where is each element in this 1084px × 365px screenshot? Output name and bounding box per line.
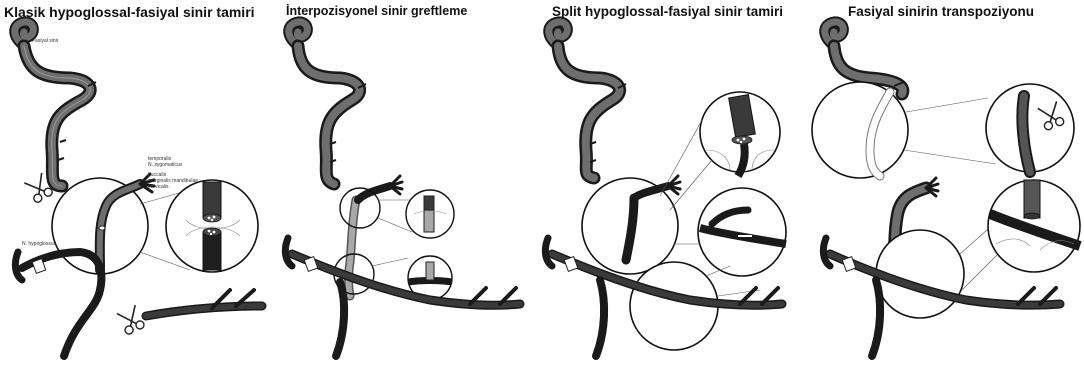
branch-label-5: cervicalis <box>148 184 169 190</box>
panel-2-drawing <box>285 22 520 356</box>
hypoglossal-label: N. hypoglossus <box>22 241 57 247</box>
panel-4-drawing <box>812 22 1080 356</box>
panel-3-drawing <box>545 22 786 356</box>
panel-1-drawing: Fasiyal sinir temporalis N. zygomaticus … <box>15 22 262 356</box>
scissors-icon-2 <box>117 305 145 335</box>
facial-nerve-label: Fasiyal sinir <box>32 38 59 44</box>
branch-label-2: N. zygomaticus <box>148 162 183 168</box>
